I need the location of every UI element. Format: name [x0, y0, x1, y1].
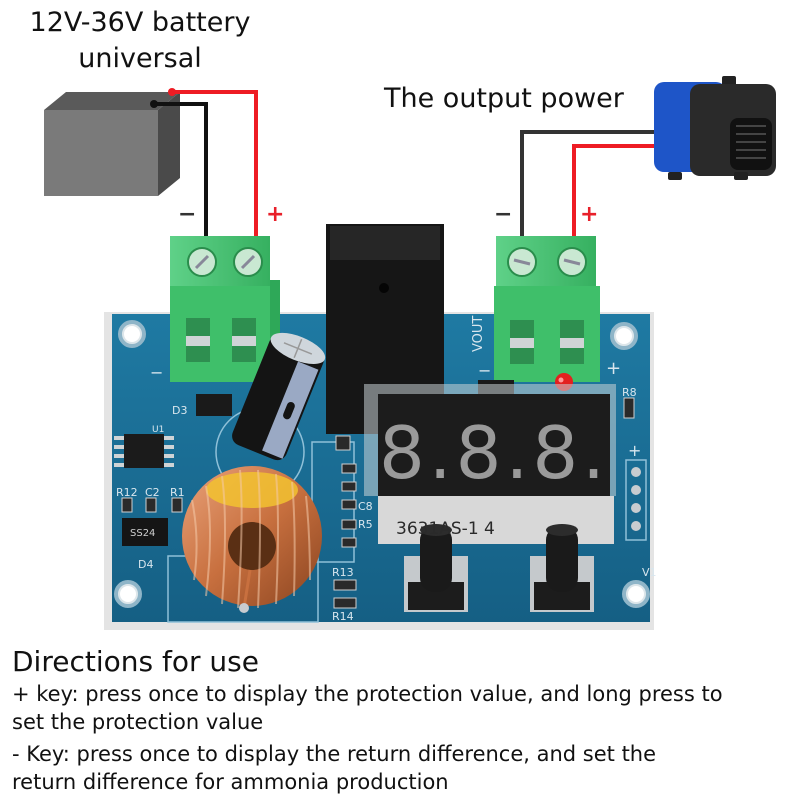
silk-d3: D3 [172, 404, 187, 417]
plus-key-button[interactable] [404, 524, 468, 612]
toroidal-inductor [182, 466, 322, 613]
display-part-number: 3631AS-1 4 [396, 519, 495, 539]
silk-minus-right: − [478, 361, 491, 380]
water-pump-icon [654, 76, 776, 180]
seven-segment-display: 8.8.8. [364, 384, 616, 544]
input-terminal-block [170, 236, 280, 382]
output-power-label: The output power [384, 83, 624, 114]
output-wires [520, 130, 654, 238]
display-digits: 8.8.8. [379, 411, 609, 495]
battery-label-line2: universal [78, 43, 202, 74]
silk-v1: V1 [642, 566, 657, 579]
input-wires [150, 88, 258, 238]
directions-section: Directions for use + key: press once to … [12, 644, 800, 796]
electrolytic-capacitor [232, 332, 326, 461]
silk-r13: R13 [332, 566, 354, 579]
directions-heading: Directions for use [12, 645, 259, 678]
silk-r1: R1 [170, 486, 185, 499]
silk-r8: R8 [622, 386, 637, 399]
input-minus-label: − [178, 202, 197, 227]
minus-key-instructions-line2: return difference for ammonia production [12, 770, 449, 794]
output-plus-label: + [580, 202, 599, 227]
output-terminal-block [494, 236, 600, 382]
battery-icon [44, 92, 180, 196]
input-plus-label: + [266, 202, 285, 227]
silk-c2: C2 [145, 486, 160, 499]
minus-key-instructions-line1: - Key: press once to display the return … [12, 742, 657, 766]
minus-key-button[interactable] [530, 524, 594, 612]
silk-u1: U1 [152, 425, 164, 435]
silk-vout: VOUT [471, 316, 486, 352]
output-minus-label: − [494, 202, 513, 227]
plus-key-instructions-line1: + key: press once to display the protect… [12, 682, 723, 706]
silk-r12: R12 [116, 486, 138, 499]
wiring-diagram: 8.8.8. VOUT D3 D4 R12 C2 R1 R13 R14 R5 C… [44, 76, 776, 630]
silk-plus-right: + [606, 358, 621, 379]
silk-plus-header: + [628, 441, 641, 460]
silk-diode-code: SS24 [130, 528, 155, 539]
battery-label-line1: 12V-36V battery [29, 7, 251, 38]
silk-d4: D4 [138, 558, 153, 571]
silk-r5: R5 [358, 518, 373, 531]
plus-key-instructions-line2: set the protection value [12, 710, 264, 734]
silk-r14: R14 [332, 610, 354, 623]
silk-minus-left: − [150, 363, 163, 382]
silk-c8: C8 [358, 500, 373, 513]
